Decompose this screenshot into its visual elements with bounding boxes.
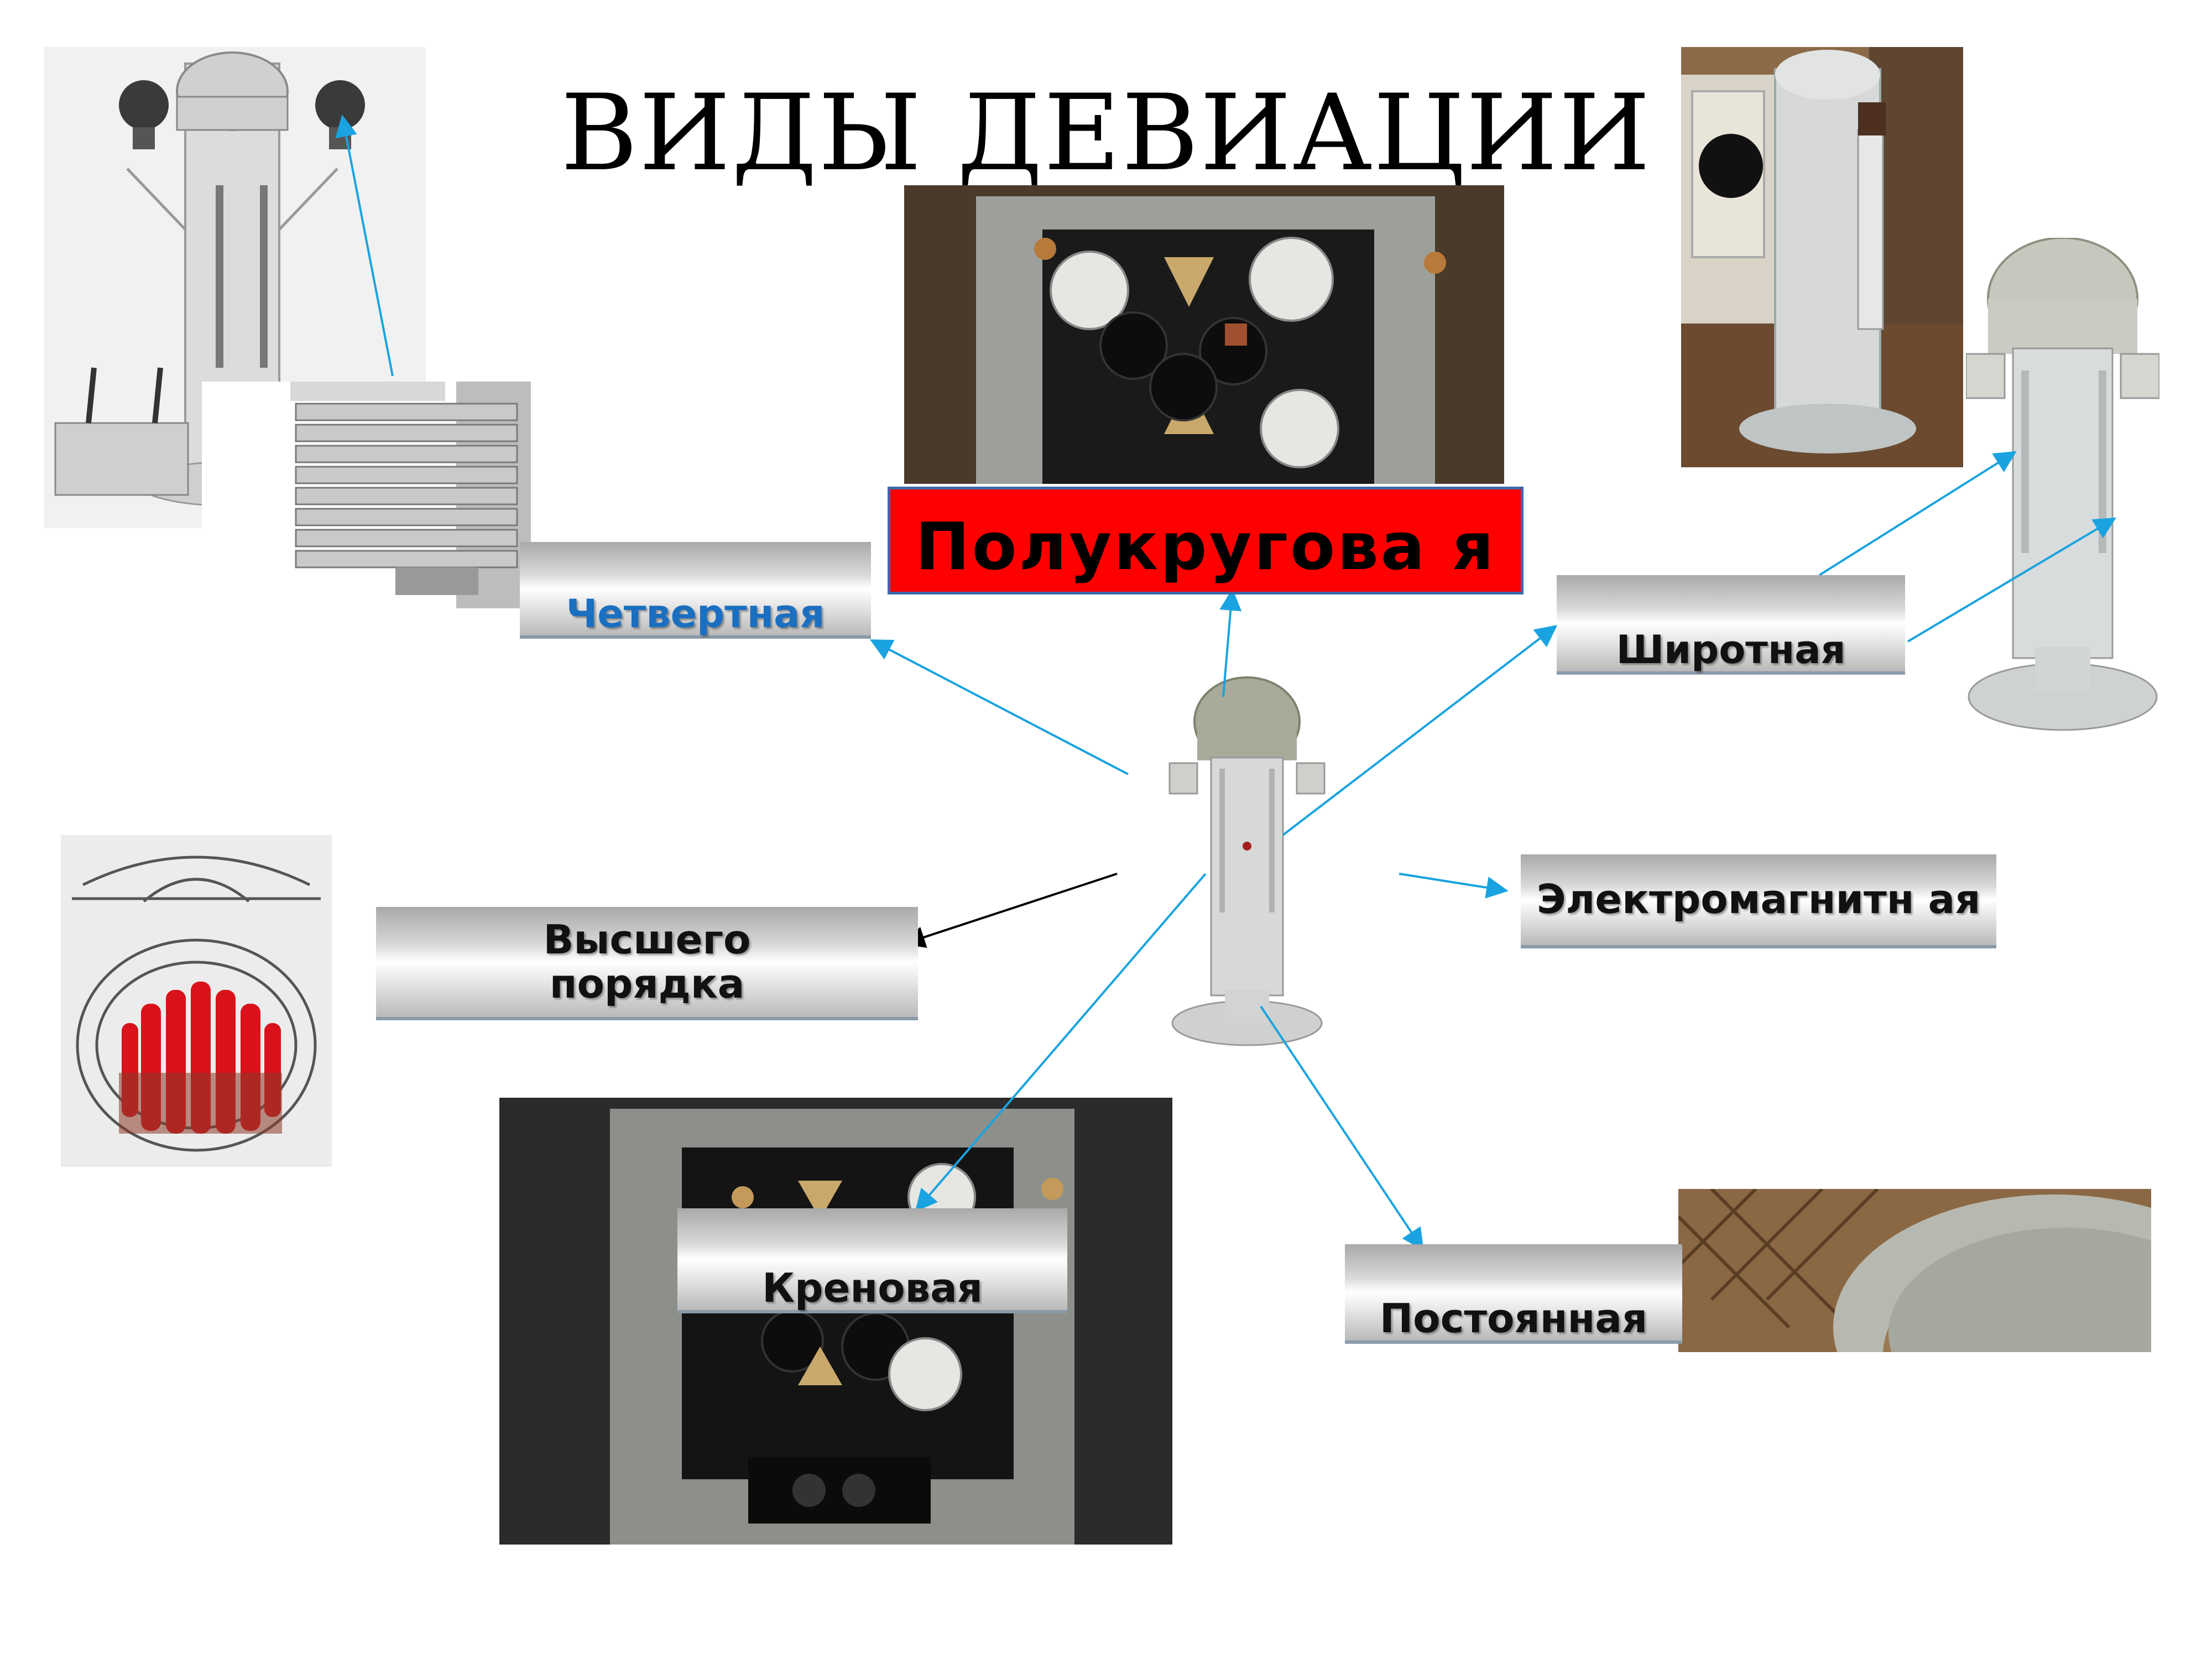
arrow-latitudinal-right-bottom xyxy=(1907,517,2116,643)
compensator-box-image xyxy=(904,185,1504,484)
arrow-to-latitudinal xyxy=(1282,625,1558,836)
label-quadrantal-text: Четвертная xyxy=(566,591,825,637)
label-semicircular-text: Полукругова я xyxy=(915,508,1496,585)
label-heeling-text: Креновая xyxy=(762,1264,983,1311)
label-latitudinal-text: Широтная xyxy=(1616,627,1846,672)
quadrantal-corrector-image xyxy=(202,382,531,608)
label-constant-text: Постоянная xyxy=(1379,1295,1648,1342)
label-quadrantal: Четвертная xyxy=(520,542,871,639)
label-semicircular xyxy=(888,487,1524,594)
label-higher-order-text: Высшего порядка xyxy=(543,916,751,1007)
label-electromagnetic-text: Электромагнитн ая xyxy=(1536,876,1981,923)
arrow-to-semicircular xyxy=(1219,588,1242,697)
higher-order-drawing xyxy=(61,835,332,1167)
label-electromagnetic: Электромагнитн ая xyxy=(1521,854,1996,948)
label-higher-order: Высшего порядка xyxy=(376,907,918,1020)
binnacle-right-image xyxy=(1966,238,2159,735)
arrow-to-spheres xyxy=(335,114,394,377)
label-constant: Постоянная xyxy=(1345,1244,1682,1344)
arrow-to-higher-order xyxy=(902,873,1118,948)
slide-title: ВИДЫ ДЕВИАЦИИ xyxy=(560,72,1652,194)
binnacle-base-image xyxy=(1678,1189,2151,1352)
arrow-latitudinal-right-top xyxy=(1818,451,2017,576)
binnacle-room-image xyxy=(1681,47,1963,467)
arrow-to-quadrantal xyxy=(869,639,1129,775)
arrow-to-constant xyxy=(1260,1005,1424,1251)
arrow-to-electromagnetic xyxy=(1399,873,1509,899)
label-heeling: Креновая xyxy=(677,1208,1067,1313)
arrow-to-heeling xyxy=(915,873,1207,1212)
label-latitudinal: Широтная xyxy=(1557,575,1905,675)
central-binnacle-image xyxy=(1167,675,1327,1051)
heeling-box-image xyxy=(499,1098,1172,1545)
